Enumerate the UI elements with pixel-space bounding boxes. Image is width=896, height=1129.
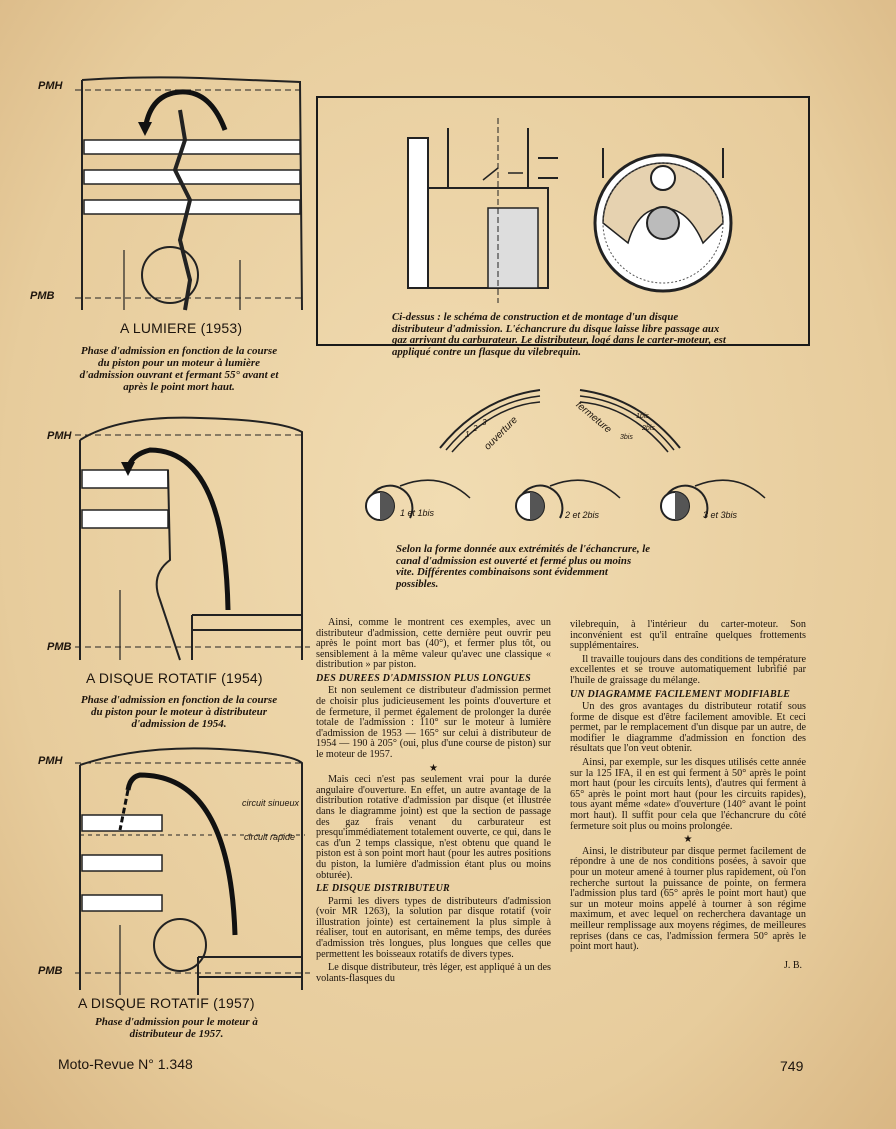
disc-opening-diagram xyxy=(365,389,766,521)
mark-label: 2bis xyxy=(642,425,655,432)
article-column-right: vilebrequin, à l'intérieur du carter-mot… xyxy=(570,619,806,971)
paragraph: Un des gros avantages du distributeur ro… xyxy=(570,701,806,755)
section-heading: UN DIAGRAMME FACILEMENT MODIFIABLE xyxy=(570,688,791,700)
mark-label: 3bis xyxy=(620,434,633,441)
paragraph: Ainsi, comme le montrent ces exemples, a… xyxy=(316,617,551,671)
section-heading: DES DUREES D'ADMISSION PLUS LONGUES xyxy=(316,672,531,684)
paragraph: vilebrequin, à l'intérieur du carter-mot… xyxy=(570,619,806,652)
mark-label: 1 xyxy=(465,430,470,439)
figure-title: A DISQUE ROTATIF (1954) xyxy=(86,670,263,686)
paragraph: Ainsi, le distributeur par disque permet… xyxy=(570,845,806,953)
pmb-label: PMB xyxy=(30,290,55,302)
pmh-label: PMH xyxy=(38,80,63,92)
paragraph: Parmi les divers types de distributeurs … xyxy=(316,895,551,960)
separator-star: ★ xyxy=(683,834,693,846)
article-column-left: Ainsi, comme le montrent ces exemples, a… xyxy=(316,617,551,987)
distributor-schematic xyxy=(407,118,733,303)
disc-diagram-caption: Selon la forme donnée aux extrémités de … xyxy=(396,543,651,590)
distributor-schematic-box: Ci-dessus : le schéma de construction et… xyxy=(316,96,810,357)
disc-label: 3 et 3bis xyxy=(703,510,738,520)
paragraph: Mais ceci n'est pas seulement vrai pour … xyxy=(316,774,551,881)
paragraph: Le disque distributeur, très léger, est … xyxy=(316,962,551,984)
paragraph: Ainsi, par exemple, sur les disques util… xyxy=(570,757,806,832)
paragraph: Il travaille toujours dans des condition… xyxy=(570,653,806,686)
disc-label: 2 et 2bis xyxy=(565,510,600,520)
section-heading: LE DISQUE DISTRIBUTEUR xyxy=(316,883,450,895)
figure-title: A LUMIERE (1953) xyxy=(120,320,243,336)
mark-label: 3 xyxy=(482,418,487,427)
separator-star: ★ xyxy=(429,762,438,774)
journal-issue: Moto-Revue N° 1.348 xyxy=(58,1056,193,1072)
pmh-label: PMH xyxy=(47,430,72,442)
paragraph: Et non seulement ce distributeur d'admis… xyxy=(316,685,551,761)
schematic-caption: Ci-dessus : le schéma de construction et… xyxy=(392,311,726,358)
page-number: 749 xyxy=(780,1058,804,1074)
pmh-label: PMH xyxy=(38,755,63,767)
author-signature: J. B. xyxy=(783,959,802,971)
pmb-label: PMB xyxy=(47,641,72,653)
figure-caption: Phase d'admission pour le moteur à distr… xyxy=(95,1016,258,1040)
circuit-rapide-label: circuit rapide xyxy=(244,832,296,842)
disc-label: 1 et 1bis xyxy=(400,508,435,518)
lumiere-1953-diagram xyxy=(75,76,305,311)
circuit-sinueux-label: circuit sinueux xyxy=(242,798,300,808)
mark-label: 2 xyxy=(473,424,478,433)
figure-caption: Phase d'admission en fonction de la cour… xyxy=(79,345,279,393)
disque-1954-diagram xyxy=(75,416,310,661)
figure-caption: Phase d'admission en fonction de la cour… xyxy=(80,694,278,730)
figure-title: A DISQUE ROTATIF (1957) xyxy=(78,995,255,1011)
disque-1957-diagram xyxy=(75,747,310,995)
pmb-label: PMB xyxy=(38,965,63,977)
mark-label: 1bis xyxy=(636,413,649,420)
